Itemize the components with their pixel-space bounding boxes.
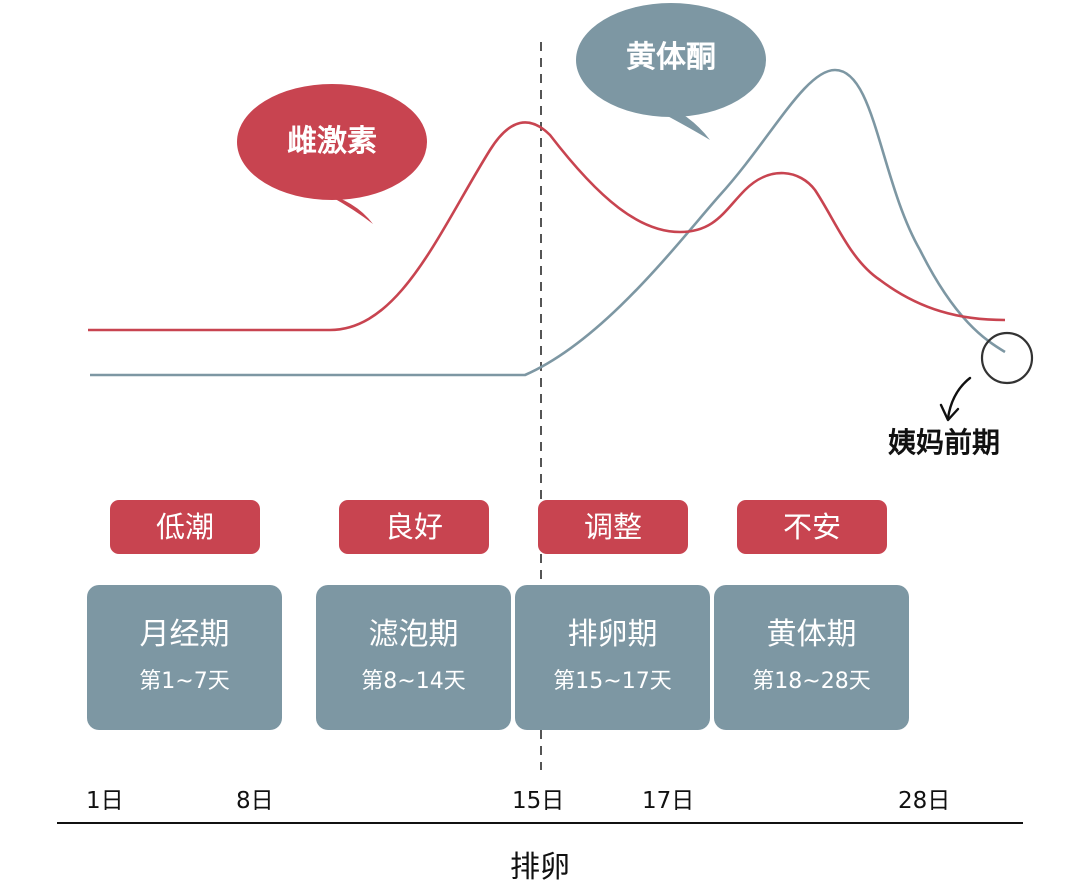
- phase-days: 第15~17天: [553, 669, 672, 694]
- day-tick-8: 8日: [236, 788, 274, 814]
- mood-badge-good: 良好: [339, 500, 489, 554]
- day-tick-17: 17日: [642, 788, 695, 814]
- phase-name: 月经期: [139, 617, 230, 652]
- estrogen-label: 雌激素: [287, 124, 377, 159]
- callout-arrowhead: [939, 403, 960, 422]
- day-tick-15: 15日: [512, 788, 565, 814]
- phase-name: 黄体期: [766, 617, 857, 652]
- phase-name: 滤泡期: [368, 617, 459, 652]
- progesterone-curve: [90, 68, 1006, 377]
- day-tick-1: 1日: [86, 788, 124, 814]
- premenstrual-label: 姨妈前期: [888, 426, 1001, 459]
- phase-days: 第18~28天: [752, 669, 871, 694]
- estrogen-bubble: [237, 84, 427, 224]
- ovulation-caption: 排卵: [510, 850, 570, 885]
- mood-badge-uneasy: 不安: [737, 500, 887, 554]
- progesterone-bubble: [576, 3, 766, 140]
- mood-badge-adjust: 调整: [538, 500, 688, 554]
- timeline-axis: [57, 822, 1023, 824]
- day-tick-28: 28日: [898, 788, 951, 814]
- phase-card-follicular: 滤泡期 第8~14天: [316, 585, 511, 730]
- callout-arrow: [946, 376, 972, 420]
- phase-name: 排卵期: [567, 617, 658, 652]
- progesterone-label: 黄体酮: [626, 40, 716, 75]
- mood-badge-low: 低潮: [110, 500, 260, 554]
- phase-card-luteal: 黄体期 第18~28天: [714, 585, 909, 730]
- phase-days: 第8~14天: [361, 669, 466, 694]
- phase-card-menstrual: 月经期 第1~7天: [87, 585, 282, 730]
- phase-card-ovulation: 排卵期 第15~17天: [515, 585, 710, 730]
- phase-days: 第1~7天: [139, 669, 230, 694]
- premenstrual-circle: [980, 331, 1034, 385]
- estrogen-curve: [88, 121, 1006, 332]
